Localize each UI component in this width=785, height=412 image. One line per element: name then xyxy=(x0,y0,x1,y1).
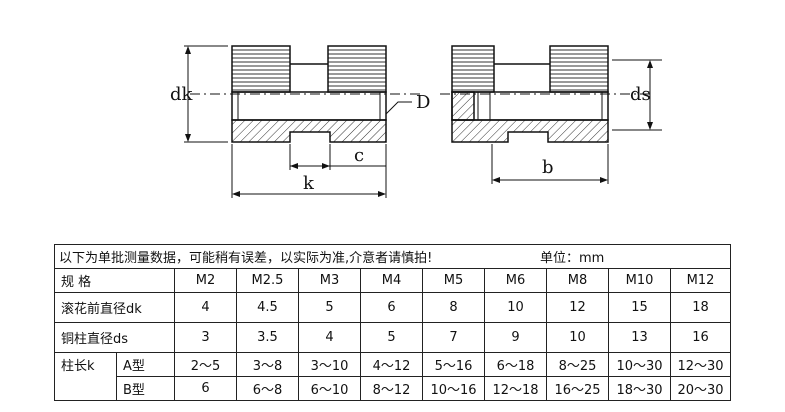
table-cell: 10 xyxy=(484,292,547,323)
table-cell: 5 xyxy=(298,292,361,323)
table-cell: 12 xyxy=(546,292,609,323)
table-cell: 8 xyxy=(422,292,485,323)
row-label: 滚花前直径dk xyxy=(54,292,175,323)
spec-table: 以下为单批测量数据，可能稍有误差，以实际为准,介意者请慎拍! 单位：mm 规 格… xyxy=(53,244,732,401)
section-hatch-chamfer xyxy=(451,91,475,121)
length-type: A型 xyxy=(116,352,175,377)
table-cell: 13 xyxy=(608,322,671,353)
table-unit: 单位：mm xyxy=(540,251,605,266)
label-ds: ds xyxy=(630,84,651,105)
table-cell: 2～5 xyxy=(174,352,237,377)
table-cell: 5 xyxy=(360,322,423,353)
table-cell: 18～30 xyxy=(608,376,671,401)
header-size: M12 xyxy=(669,268,732,293)
header-size: M8 xyxy=(546,268,609,293)
table-cell: 4.5 xyxy=(236,292,299,323)
row-label: 铜柱直径ds xyxy=(54,322,175,353)
table-cell: 16～25 xyxy=(546,376,609,401)
section-hatch-right xyxy=(451,119,609,143)
technical-drawing: dk D c k ds xyxy=(170,45,662,198)
left-view: dk D c k xyxy=(170,45,430,198)
label-b: b xyxy=(542,157,554,178)
table-cell: 12～30 xyxy=(669,352,732,377)
table-cell: 4 xyxy=(298,322,361,353)
length-type: B型 xyxy=(116,376,175,401)
table-cell: 4～12 xyxy=(360,352,423,377)
header-size: M4 xyxy=(360,268,423,293)
table-cell: 3.5 xyxy=(236,322,299,353)
table-cell: 10～16 xyxy=(422,376,485,401)
table-cell: 10～30 xyxy=(608,352,671,377)
knurl-top-left-r xyxy=(451,45,495,93)
table-cell: 6～10 xyxy=(298,376,361,401)
knurl-top-right xyxy=(327,45,387,93)
knurl-top-left xyxy=(231,45,291,93)
table-cell: 4 xyxy=(174,292,237,323)
header-size: M10 xyxy=(608,268,671,293)
table-cell: 3～10 xyxy=(298,352,361,377)
table-note-row: 以下为单批测量数据，可能稍有误差，以实际为准,介意者请慎拍! 单位：mm xyxy=(53,244,732,269)
label-k: k xyxy=(303,173,315,194)
header-size: M2 xyxy=(174,268,237,293)
header-size: M2.5 xyxy=(236,268,299,293)
header-size: M3 xyxy=(298,268,361,293)
table-cell: 15 xyxy=(608,292,671,323)
table-cell: 9 xyxy=(484,322,547,353)
table-cell: 7 xyxy=(422,322,485,353)
table-cell: 6～18 xyxy=(484,352,547,377)
table-cell: 8～12 xyxy=(360,376,423,401)
table-row: 滚花前直径dk 4 4.5 5 6 8 10 12 15 18 xyxy=(54,292,732,323)
header-size: M6 xyxy=(484,268,547,293)
table-cell: 3 xyxy=(174,322,237,353)
label-c: c xyxy=(354,145,364,166)
label-dk: dk xyxy=(170,84,194,105)
table-row: 铜柱直径ds 3 3.5 4 5 7 9 10 13 16 xyxy=(54,322,732,353)
header-size: M5 xyxy=(422,268,485,293)
table-cell: 5～16 xyxy=(422,352,485,377)
table-cell: 6 xyxy=(174,376,237,401)
table-cell: 10 xyxy=(546,322,609,353)
label-D: D xyxy=(416,92,430,113)
table-row: B型 6 6～8 6～10 8～12 10～16 12～18 16～25 18～… xyxy=(55,376,732,401)
header-label: 规 格 xyxy=(54,268,175,293)
section-hatch-left xyxy=(231,119,387,143)
right-view: ds b xyxy=(440,45,662,184)
table-cell: 8～25 xyxy=(546,352,609,377)
table-cell: 3～8 xyxy=(236,352,299,377)
table-cell: 20～30 xyxy=(669,376,732,401)
table-header-row: 规 格 M2 M2.5 M3 M4 M5 M6 M8 M10 M12 xyxy=(54,268,732,293)
table-note: 以下为单批测量数据，可能稍有误差，以实际为准,介意者请慎拍! xyxy=(59,251,433,266)
table-cell: 6～8 xyxy=(236,376,299,401)
length-label: 柱长k xyxy=(54,352,117,401)
knurl-top-right-r xyxy=(549,45,609,93)
table-cell: 16 xyxy=(669,322,732,353)
table-cell: 6 xyxy=(360,292,423,323)
table-cell: 12～18 xyxy=(484,376,547,401)
table-cell: 18 xyxy=(669,292,732,323)
table-row: 柱长k A型 2～5 3～8 3～10 4～12 5～16 6～18 8～25 … xyxy=(54,352,732,401)
